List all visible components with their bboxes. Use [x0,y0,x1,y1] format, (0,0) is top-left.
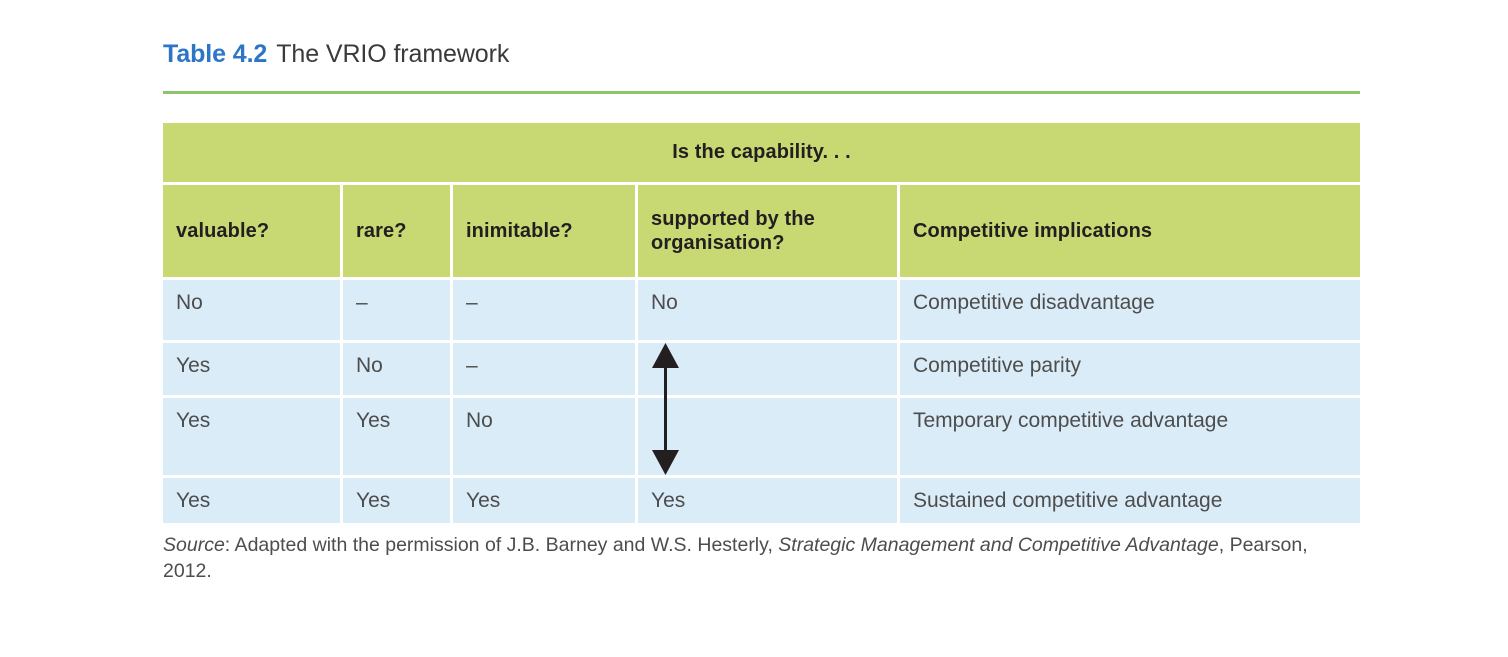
cell-value: Yes [651,489,686,512]
cell-value: – [356,291,368,314]
table-row: Yes Yes No Temporary competitive advanta… [163,398,1360,475]
cell-implication: Temporary competitive advantage [900,398,1360,475]
table-spanning-header: Is the capability. . . [163,123,1360,182]
cell-supported: No [638,280,897,340]
cell-value: No [466,409,493,432]
source-label: Source [163,534,225,556]
cell-value: – [466,291,478,314]
cell-valuable: Yes [163,398,340,475]
column-header-competitive-implications: Competitive implications [900,185,1360,277]
cell-value: Yes [466,489,501,512]
cell-inimitable: – [453,280,635,340]
column-header-label: inimitable? [466,219,573,242]
source-work-title: Strategic Management and Competitive Adv… [778,534,1219,556]
table-caption: Table 4.2 The VRIO framework [163,40,509,69]
cell-rare: No [343,343,450,395]
cell-supported [638,398,897,475]
cell-implication: Competitive disadvantage [900,280,1360,340]
cell-inimitable: – [453,343,635,395]
vrio-table: Is the capability. . . valuable? rare? i… [163,123,1360,523]
cell-rare: Yes [343,478,450,523]
column-header-label: valuable? [176,219,270,242]
cell-value: Yes [176,409,211,432]
source-text-part-1: : Adapted with the permission of J.B. Ba… [224,534,779,556]
page-title: The VRIO framework [276,40,510,68]
cell-inimitable: Yes [453,478,635,523]
cell-supported [638,343,897,395]
cell-value: – [466,354,478,377]
cell-value: Yes [356,489,391,512]
table-row: Yes Yes Yes Yes Sustained competitive ad… [163,478,1360,523]
cell-value: Yes [176,489,211,512]
cell-valuable: Yes [163,478,340,523]
column-header-label: Competitive implications [913,219,1153,242]
cell-value: No [651,291,678,314]
cell-rare: – [343,280,450,340]
column-header-line-1: supported by the [651,207,815,230]
cell-value: Yes [176,354,211,377]
cell-rare: Yes [343,398,450,475]
cell-value: Sustained competitive advantage [913,489,1223,512]
spanning-header-label: Is the capability. . . [672,141,851,163]
table-number: Table 4.2 [163,40,268,68]
column-header-inimitable: inimitable? [453,185,635,277]
cell-value: Competitive disadvantage [913,291,1155,314]
cell-value: No [176,291,203,314]
cell-implication: Sustained competitive advantage [900,478,1360,523]
cell-value: Competitive parity [913,354,1082,377]
cell-implication: Competitive parity [900,343,1360,395]
cell-value: No [356,354,383,377]
caption-divider [163,91,1360,94]
column-header-line-2: organisation? [651,232,785,254]
cell-inimitable: No [453,398,635,475]
cell-supported: Yes [638,478,897,523]
cell-valuable: Yes [163,343,340,395]
column-header-rare: rare? [343,185,450,277]
column-header-valuable: valuable? [163,185,340,277]
cell-valuable: No [163,280,340,340]
table-row: Yes No – Competitive parity [163,343,1360,395]
table-row: No – – No Competitive disadvantage [163,280,1360,340]
cell-value: Temporary competitive advantage [913,409,1229,432]
table-header-row: valuable? rare? inimitable? supported by… [163,185,1360,277]
column-header-label: rare? [356,219,407,242]
cell-value: Yes [356,409,391,432]
source-note: Source: Adapted with the permission of J… [163,533,1323,585]
source-text-part-2: , Pearson, 2012. [163,534,1308,582]
